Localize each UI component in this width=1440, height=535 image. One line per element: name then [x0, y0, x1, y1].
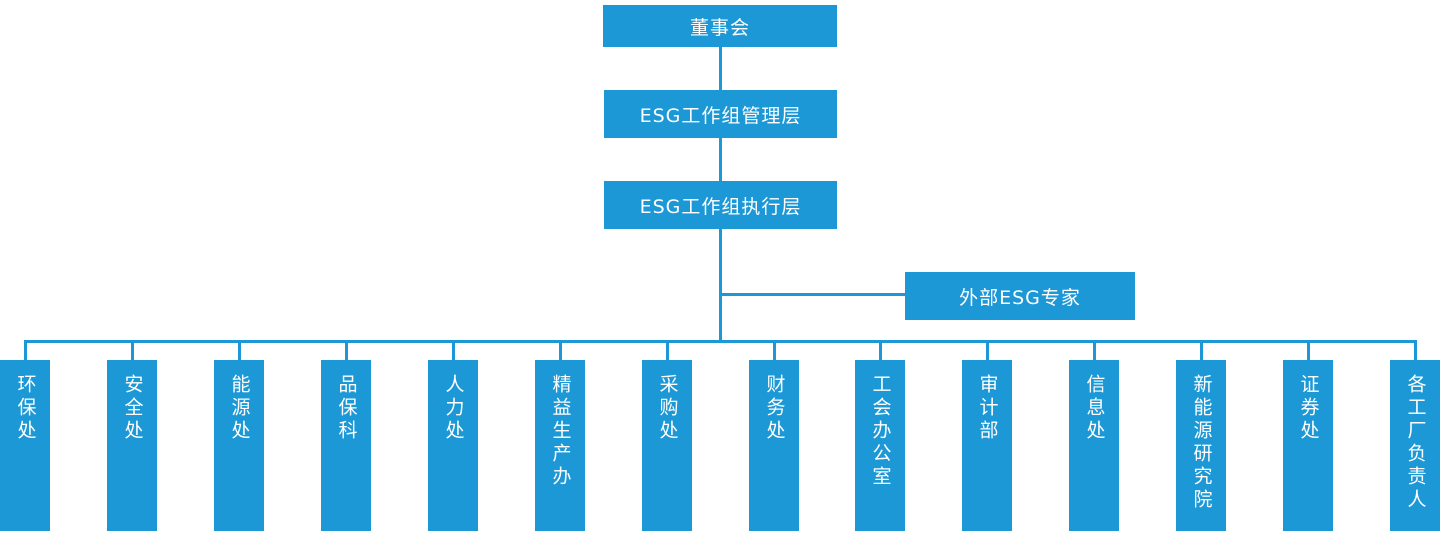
dept-information: 信息处 — [1069, 340, 1119, 531]
dept-audit: 审计部 — [962, 340, 1012, 531]
node-external-experts: 外部ESG专家 — [905, 272, 1135, 320]
dept-rect: 能源处 — [214, 360, 264, 531]
dept-label: 安全处 — [121, 374, 144, 443]
connector-line — [451, 340, 455, 361]
connector-line — [985, 340, 989, 361]
dept-label: 信息处 — [1083, 374, 1106, 443]
dept-procurement: 采购处 — [642, 340, 692, 531]
connector-exec-to-external — [720, 293, 905, 296]
dept-label: 工会办公室 — [869, 374, 892, 489]
dept-quality-assurance: 品保科 — [321, 340, 371, 531]
dept-safety: 安全处 — [107, 340, 157, 531]
connector-board-to-mgmt — [718, 47, 722, 90]
dept-label: 品保科 — [335, 374, 358, 443]
dept-rect: 品保科 — [321, 360, 371, 531]
dept-labor-union-office: 工会办公室 — [855, 340, 905, 531]
dept-rect: 人力处 — [428, 360, 478, 531]
connector-line — [23, 340, 27, 361]
dept-human-resources: 人力处 — [428, 340, 478, 531]
dept-lean-production: 精益生产办 — [535, 340, 585, 531]
connector-line — [558, 340, 562, 361]
dept-rect: 证券处 — [1283, 360, 1333, 531]
dept-label: 证券处 — [1297, 374, 1320, 443]
dept-label: 新能源研究院 — [1190, 374, 1213, 512]
dept-rect: 各工厂负责人 — [1390, 360, 1440, 531]
dept-label: 环保处 — [14, 374, 37, 443]
dept-energy: 能源处 — [214, 340, 264, 531]
connector-mgmt-to-exec — [718, 138, 722, 181]
node-board-label: 董事会 — [689, 16, 750, 39]
dept-label: 财务处 — [763, 374, 786, 443]
connector-exec-to-bus — [718, 229, 722, 343]
dept-label: 精益生产办 — [549, 374, 572, 489]
connector-line — [1306, 340, 1310, 361]
connector-line — [237, 340, 241, 361]
node-external-experts-label: 外部ESG专家 — [959, 286, 1081, 309]
dept-finance: 财务处 — [749, 340, 799, 531]
dept-label: 采购处 — [656, 374, 679, 443]
dept-rect: 采购处 — [642, 360, 692, 531]
dept-factory-heads: 各工厂负责人 — [1390, 340, 1440, 531]
connector-line — [1092, 340, 1096, 361]
connector-line — [878, 340, 882, 361]
dept-rect: 精益生产办 — [535, 360, 585, 531]
dept-label: 审计部 — [976, 374, 999, 443]
node-esg-management: ESG工作组管理层 — [604, 90, 837, 138]
connector-line — [1199, 340, 1203, 361]
department-bus-line — [23, 340, 1417, 343]
dept-rect: 工会办公室 — [855, 360, 905, 531]
dept-rect: 环保处 — [0, 360, 50, 531]
dept-label: 人力处 — [442, 374, 465, 443]
dept-new-energy-research: 新能源研究院 — [1176, 340, 1226, 531]
dept-environmental-protection: 环保处 — [0, 340, 50, 531]
dept-rect: 财务处 — [749, 360, 799, 531]
dept-label: 能源处 — [228, 374, 251, 443]
dept-rect: 审计部 — [962, 360, 1012, 531]
dept-rect: 信息处 — [1069, 360, 1119, 531]
node-board: 董事会 — [603, 5, 837, 47]
connector-line — [665, 340, 669, 361]
connector-line — [1413, 340, 1417, 361]
connector-line — [130, 340, 134, 361]
dept-label: 各工厂负责人 — [1404, 374, 1427, 512]
dept-securities: 证券处 — [1283, 340, 1333, 531]
node-esg-execution: ESG工作组执行层 — [604, 181, 837, 229]
node-esg-execution-label: ESG工作组执行层 — [639, 195, 802, 218]
connector-line — [772, 340, 776, 361]
dept-rect: 新能源研究院 — [1176, 360, 1226, 531]
dept-rect: 安全处 — [107, 360, 157, 531]
node-esg-management-label: ESG工作组管理层 — [639, 104, 802, 127]
connector-line — [344, 340, 348, 361]
